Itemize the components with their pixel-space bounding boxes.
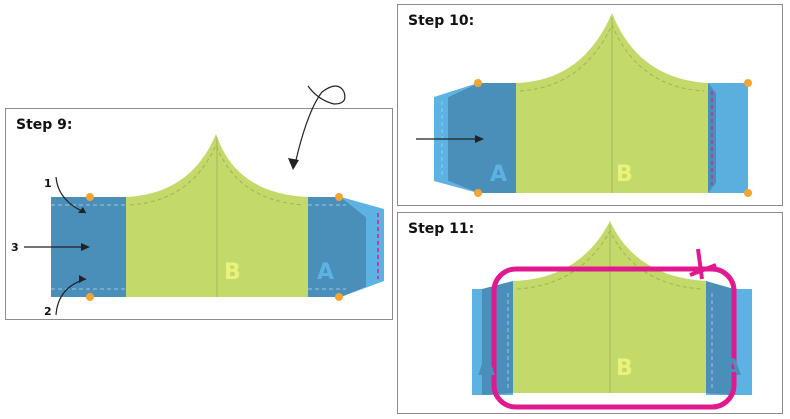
left-panel-a	[448, 83, 516, 193]
step-10-panel: Step 10: A B	[397, 4, 783, 206]
callout-1: 1	[44, 177, 52, 190]
step-title: Step 10:	[408, 13, 475, 29]
step-11-panel: Step 11: A B A	[397, 212, 783, 414]
step-9-panel: Step 9: B A 1 3 2	[5, 108, 393, 320]
elastic-loop	[491, 266, 737, 410]
callout-3: 3	[11, 241, 19, 254]
step-title: Step 11:	[408, 221, 475, 237]
label-a-left: A	[478, 356, 495, 381]
step-10-diagram: A B	[416, 13, 752, 197]
label-b: B	[224, 260, 241, 285]
label-a-right: A	[724, 356, 741, 381]
callout-2: 2	[44, 305, 52, 318]
label-a-right: A	[317, 260, 334, 285]
step-11-diagram: A B A	[472, 221, 752, 410]
right-panel-a	[308, 197, 366, 297]
label-b: B	[616, 162, 633, 187]
step-title: Step 9:	[16, 117, 73, 133]
label-a-left: A	[490, 162, 507, 187]
step-9-diagram: B A 1 3 2	[11, 134, 384, 318]
label-b: B	[616, 356, 633, 381]
